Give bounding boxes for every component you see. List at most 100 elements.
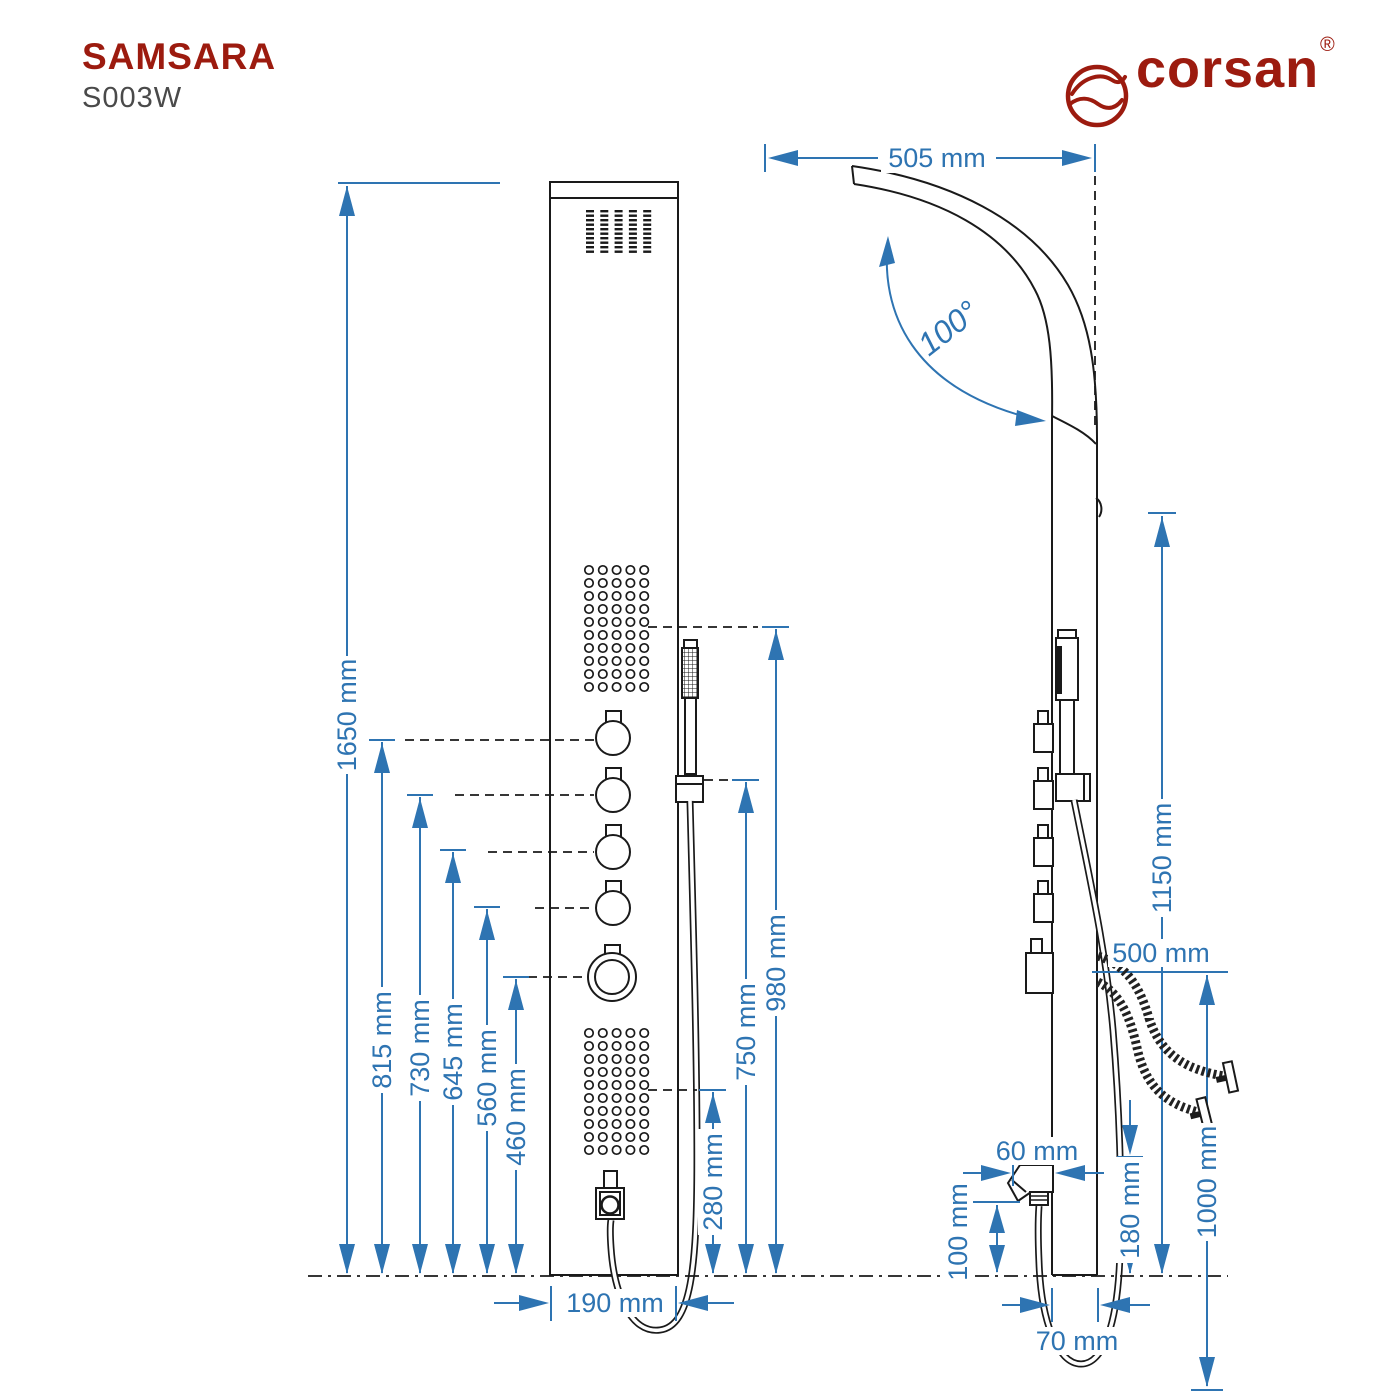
nozzle <box>600 210 609 213</box>
nozzle <box>586 241 594 244</box>
nozzle <box>600 250 609 253</box>
jet-hole <box>611 1092 622 1104</box>
side-view <box>851 165 1125 1368</box>
dim-spout-height: 100 mm <box>943 1183 973 1281</box>
jet-hole <box>597 681 608 693</box>
nozzle <box>628 223 637 226</box>
nozzle <box>628 210 637 213</box>
nozzle <box>614 210 623 213</box>
jet-hole <box>597 668 608 680</box>
nozzle <box>628 228 637 231</box>
jet-hole <box>639 642 650 654</box>
thermostat-knob-4 <box>595 880 631 926</box>
dim-knob3-height: 645 mm <box>438 1003 468 1101</box>
nozzle <box>643 214 652 217</box>
nozzle <box>614 250 623 253</box>
nozzle <box>600 232 609 235</box>
knob-profiles-side <box>1025 710 1054 994</box>
nozzle <box>614 232 623 235</box>
nozzle <box>600 219 609 222</box>
jet-hole <box>611 681 622 693</box>
nozzle <box>614 214 623 217</box>
nozzle <box>643 237 652 240</box>
jet-hole <box>625 629 636 641</box>
jet-hole <box>597 1144 608 1156</box>
dim-connection-drop: 1000 mm <box>1192 1126 1222 1239</box>
jet-hole <box>597 1118 608 1130</box>
jet-hole <box>597 1053 608 1065</box>
jet-hole <box>597 564 608 576</box>
jet-hole <box>611 577 622 589</box>
jet-hole <box>597 603 608 615</box>
nozzle <box>628 214 637 217</box>
dim-connection-offset: 500 mm <box>1112 938 1210 968</box>
front-view <box>549 181 704 1334</box>
dim-knob4-height: 560 mm <box>472 1029 502 1127</box>
shower-hose-side <box>1034 799 1125 1368</box>
jet-hole <box>583 564 595 576</box>
nozzle <box>586 219 594 222</box>
jet-hole <box>625 1079 636 1091</box>
dim-panel-depth: 70 mm <box>1036 1326 1119 1356</box>
nozzle <box>600 228 609 231</box>
head-nozzle-grid <box>586 210 652 253</box>
nozzle <box>643 228 652 231</box>
dim-hose-outlet-height: 180 mm <box>1115 1161 1145 1259</box>
arm-neck-curve <box>1051 415 1097 445</box>
hose-connector-1 <box>1215 1060 1240 1094</box>
nozzle <box>614 241 623 244</box>
jet-hole <box>611 1079 622 1091</box>
diverter-knob <box>587 944 637 1002</box>
jet-hole <box>583 655 595 667</box>
thermostat-knob-2 <box>595 767 631 813</box>
nozzle <box>643 246 652 249</box>
dim-diverter-height: 460 mm <box>501 1068 531 1166</box>
dim-head-angle: 100° <box>911 293 985 362</box>
nozzle <box>586 250 594 253</box>
upper-body-jets <box>583 564 650 693</box>
jet-hole <box>583 1066 595 1078</box>
jet-hole <box>583 1040 595 1052</box>
jet-hole <box>639 616 650 628</box>
jet-hole <box>625 681 636 693</box>
jet-hole <box>639 1144 650 1156</box>
nozzle <box>628 250 637 253</box>
jet-hole <box>639 1105 650 1117</box>
jet-hole <box>625 655 636 667</box>
thermostat-knob-3 <box>595 824 631 870</box>
dim-knob2-height: 730 mm <box>405 999 435 1097</box>
jet-hole <box>639 1027 650 1039</box>
dim-spout-reach: 60 mm <box>996 1136 1079 1166</box>
jet-hole <box>583 1053 595 1065</box>
nozzle <box>614 237 623 240</box>
jet-hole <box>611 603 622 615</box>
nozzle <box>643 241 652 244</box>
nozzle <box>643 250 652 253</box>
jet-hole <box>611 564 622 576</box>
jet-hole <box>611 590 622 602</box>
nozzle <box>586 210 594 213</box>
jet-hole <box>625 577 636 589</box>
jet-hole <box>611 1053 622 1065</box>
nozzle <box>643 219 652 222</box>
jet-hole <box>611 668 622 680</box>
brand-name: corsan <box>1136 39 1320 99</box>
jet-hole <box>625 1066 636 1078</box>
nozzle <box>643 223 652 226</box>
jet-hole <box>639 629 650 641</box>
nozzle <box>586 228 594 231</box>
jet-hole <box>611 629 622 641</box>
nozzle <box>643 232 652 235</box>
registered-trademark: ® <box>1320 34 1335 56</box>
jet-hole <box>625 564 636 576</box>
jet-hole <box>611 655 622 667</box>
jet-hole <box>611 642 622 654</box>
nozzle <box>628 237 637 240</box>
jet-hole <box>611 1027 622 1039</box>
nozzle <box>628 219 637 222</box>
nozzle <box>600 237 609 240</box>
product-code: S003W <box>82 81 183 114</box>
jet-hole <box>611 1040 622 1052</box>
jet-hole <box>625 1092 636 1104</box>
